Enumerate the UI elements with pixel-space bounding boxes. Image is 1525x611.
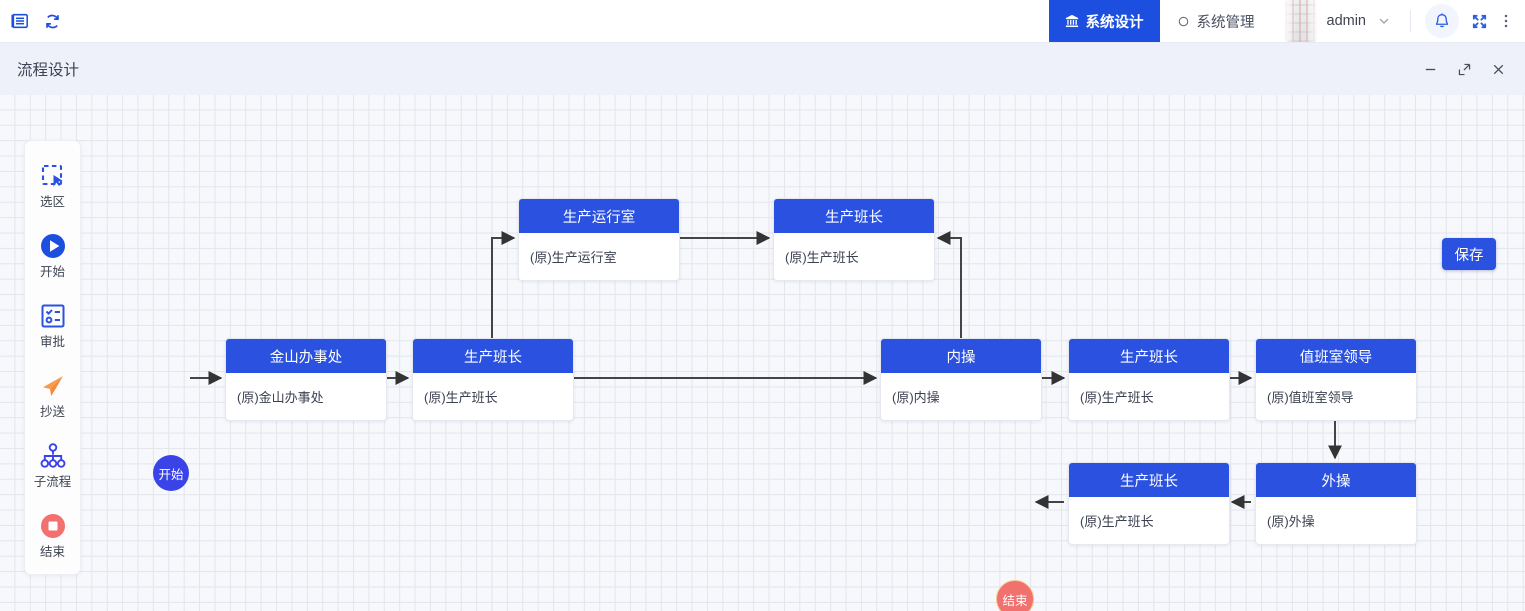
flow-node-title: 外操 [1256,463,1416,497]
gear-circle-icon [1176,14,1191,29]
flow-node[interactable]: 生产班长 (原)生产班长 [412,338,574,421]
user-name: admin [1326,13,1367,29]
flow-node[interactable]: 金山办事处 (原)金山办事处 [225,338,387,421]
flow-canvas[interactable]: 选区 开始 [0,95,1525,611]
avatar [1284,0,1317,42]
top-bar: 系统设计 系统管理 admin [0,0,1525,43]
more-vertical-icon[interactable] [1493,4,1519,38]
palette-item-cc[interactable]: 抄送 [25,359,80,429]
palette-item-start[interactable]: 开始 [25,219,80,289]
flow-node[interactable]: 生产班长 (原)生产班长 [773,198,935,281]
bell-icon[interactable] [1425,4,1459,38]
flow-node[interactable]: 生产运行室 (原)生产运行室 [518,198,680,281]
palette-item-end[interactable]: 结束 [25,499,80,569]
flow-node[interactable]: 生产班长 (原)生产班长 [1068,338,1230,421]
palette-label: 开始 [39,265,65,280]
menu-fold-icon[interactable] [10,11,30,31]
maximize-button[interactable] [1449,54,1479,84]
flow-node[interactable]: 外操 (原)外操 [1255,462,1417,545]
flow-node-subtitle: (原)生产班长 [1080,513,1154,529]
nav-label: 系统设计 [1085,14,1144,31]
top-bar-right: 系统设计 系统管理 admin [1048,0,1525,42]
flow-node-title: 生产班长 [774,199,934,233]
palette-label: 结束 [39,545,65,560]
flow-node-subtitle: (原)外操 [1267,513,1315,529]
flow-node-title: 生产班长 [413,339,573,373]
flow-node-title: 生产班长 [1069,463,1229,497]
flow-node-subtitle: (原)生产班长 [785,249,859,265]
flow-node-title: 生产运行室 [519,199,679,233]
user-menu[interactable]: admin [1271,0,1403,42]
subprocess-tree-icon [36,439,70,473]
flow-node-title: 值班室领导 [1256,339,1416,373]
close-button[interactable] [1483,54,1513,84]
palette-item-select[interactable]: 选区 [25,149,80,219]
page-title: 流程设计 [17,62,80,79]
marquee-select-icon [36,159,70,193]
end-node[interactable]: 结束 [996,580,1034,611]
flow-node-title: 生产班长 [1069,339,1229,373]
window-title-bar: 流程设计 [0,43,1525,96]
palette-item-approval[interactable]: 审批 [25,289,80,359]
flow-node-title: 内操 [881,339,1041,373]
start-node[interactable]: 开始 [153,455,189,491]
divider [1410,10,1411,32]
play-circle-icon [36,229,70,263]
palette-label: 抄送 [39,405,65,420]
save-button[interactable]: 保存 [1442,238,1496,270]
top-bar-left-icons [0,11,62,31]
refresh-icon[interactable] [42,11,62,31]
palette-label: 审批 [39,335,65,350]
node-palette: 选区 开始 [24,140,81,575]
flow-node-title: 金山办事处 [226,339,386,373]
bank-icon [1065,14,1080,29]
stop-circle-icon [36,509,70,543]
flow-node-subtitle: (原)生产运行室 [530,249,617,265]
fullscreen-icon[interactable] [1465,4,1493,38]
nav-item-system-design[interactable]: 系统设计 [1048,0,1160,42]
palette-label: 选区 [39,195,65,210]
flow-node-subtitle: (原)生产班长 [1080,389,1154,405]
minimize-button[interactable] [1415,54,1445,84]
nav-item-system-management[interactable]: 系统管理 [1160,0,1271,42]
flow-node-subtitle: (原)生产班长 [424,389,498,405]
flow-edges [190,231,1342,509]
palette-label: 子流程 [33,475,72,490]
flow-node-subtitle: (原)金山办事处 [237,389,324,405]
paper-plane-icon [36,369,70,403]
approval-checklist-icon [36,299,70,333]
flow-node-subtitle: (原)内操 [892,389,940,405]
flow-node[interactable]: 生产班长 (原)生产班长 [1068,462,1230,545]
flow-node-subtitle: (原)值班室领导 [1267,389,1354,405]
flow-node[interactable]: 内操 (原)内操 [880,338,1042,421]
chevron-down-icon[interactable] [1376,13,1392,29]
flow-node[interactable]: 值班室领导 (原)值班室领导 [1255,338,1417,421]
palette-item-subprocess[interactable]: 子流程 [25,429,80,499]
nav-label: 系统管理 [1196,14,1255,31]
